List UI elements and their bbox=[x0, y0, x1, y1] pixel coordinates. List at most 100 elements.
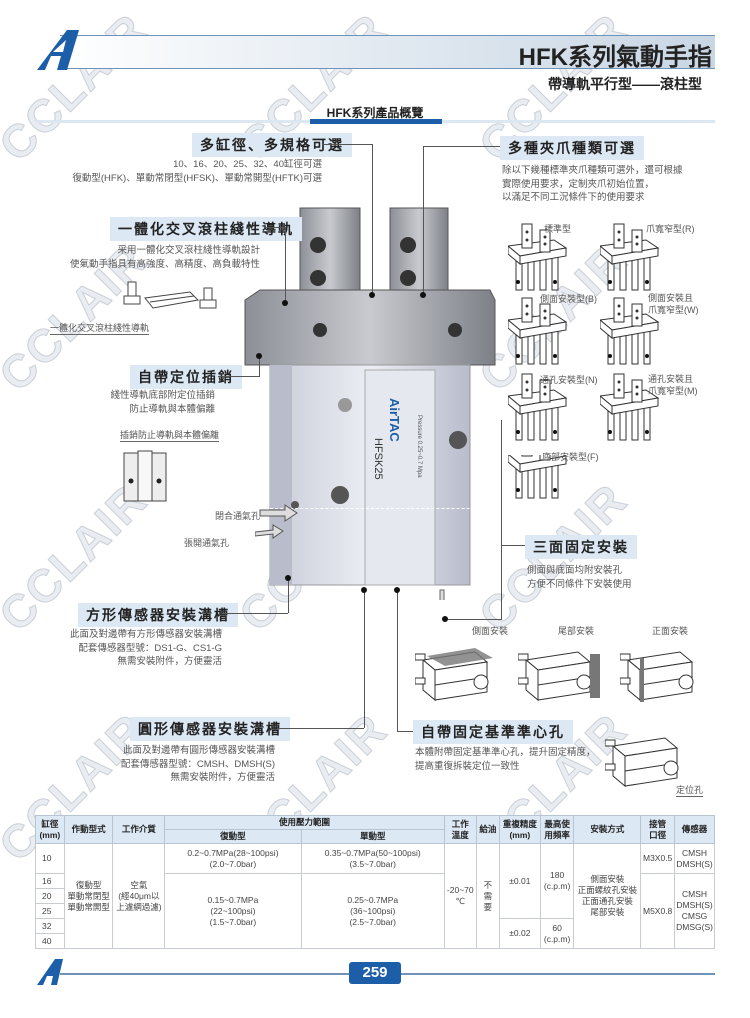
text-line: 復動型(HFK)、單動常閉型(HFSK)、單動常開型(HFTK)可選 bbox=[72, 172, 322, 184]
footer-logo-icon bbox=[37, 959, 63, 985]
text-line: 以滿足不同工況條件下的使用要求 bbox=[502, 192, 645, 203]
bore-cell: 25 bbox=[35, 903, 65, 919]
bore-cell: 32 bbox=[35, 918, 65, 934]
callout-bores-title: 多缸徑、多規格可選 bbox=[192, 133, 352, 157]
header-freq: 最高使 用頻率 bbox=[539, 815, 575, 844]
header-single: 單動型 bbox=[300, 829, 445, 844]
mount-type-label: 尾部安裝 bbox=[558, 626, 595, 636]
text-line: 配套傳感器型號：DS1-G、CS1-G bbox=[78, 642, 222, 654]
header-mount: 安裝方式 bbox=[573, 815, 642, 844]
gripper-product-image: AirTAC HFSK25 Pressure 0.25~0.7 Mpa bbox=[244, 207, 496, 600]
callout-round-sensor-title: 圓形傳感器安裝溝槽 bbox=[130, 717, 290, 741]
product-model-label: HFSK25 bbox=[372, 438, 384, 480]
jaw-type-b-figure bbox=[508, 297, 567, 365]
header-bore: 缸徑 (mm) bbox=[35, 815, 65, 844]
header-double: 復動型 bbox=[164, 829, 302, 844]
pin-figure bbox=[123, 450, 167, 502]
repeat-cell: ±0.01 bbox=[498, 843, 541, 919]
jaw-type-label: 側面安裝型(B) bbox=[540, 294, 597, 304]
text-line: 無需安裝附件，方便靈活 bbox=[170, 772, 275, 783]
bore-cell: 10 bbox=[35, 843, 65, 874]
port-arrows-icon bbox=[255, 504, 298, 539]
spec-table: 缸徑 (mm) 作動型式 工作介質 使用壓力範圍 工作 溫度 給油 重複精度 (… bbox=[35, 815, 715, 949]
text-line: 除以下幾種標準夾爪種類可選外，還可根據 bbox=[502, 165, 683, 176]
text-line: 此面及對邊帶有圓形傳感器安裝溝槽 bbox=[122, 745, 275, 756]
header-port: 接管 口徑 bbox=[640, 815, 676, 844]
text-line: 此面及對邊帶有方形傳感器安裝溝槽 bbox=[69, 629, 222, 640]
product-pressure-label: Pressure 0.25~0.7 Mpa bbox=[416, 415, 422, 478]
section-underline bbox=[310, 119, 442, 124]
port-cell: M5X0.8 bbox=[640, 873, 676, 949]
callout-mount-title: 三面固定安裝 bbox=[525, 535, 637, 559]
medium-cell: 空氣 (經40μm以 上濾網過濾) bbox=[112, 843, 166, 949]
text-line: 防止導軌與本體偏離 bbox=[129, 403, 215, 415]
header-pressure: 使用壓力範圍 bbox=[164, 815, 445, 830]
pressure-single-cell: 0.25~0.7MPa (36~100psi) (2.5~7.0bar) bbox=[300, 873, 445, 949]
close-port-label: 閉合通氣孔 bbox=[215, 511, 261, 521]
jaw-type-label: 標準型 bbox=[544, 224, 572, 234]
header-temp: 工作 溫度 bbox=[443, 815, 477, 844]
rail-figure-label: 一體化交叉滾柱綫性導軌 bbox=[50, 323, 150, 335]
callout-pin-title: 自帶定位插銷 bbox=[130, 365, 242, 389]
freq-cell: 180 (c.p.m) bbox=[539, 843, 575, 919]
mount-type-label: 正面安裝 bbox=[652, 626, 689, 636]
jaw-type-label: 通孔安裝型(N) bbox=[540, 375, 598, 385]
front-mount-figure bbox=[620, 651, 694, 702]
callout-center-hole-text: 本體附帶固定基準準心孔，提升固定精度， 提高重復拆裝定位一致性 bbox=[415, 746, 596, 773]
text-line: 實際使用要求，定制夾爪初始位置， bbox=[502, 178, 655, 190]
text-line: 配套傳感器型號：CMSH、DMSH(S) bbox=[120, 758, 275, 770]
callout-square-sensor-title: 方形傳感器安裝溝槽 bbox=[78, 603, 238, 627]
open-port-label: 張開通氣孔 bbox=[184, 538, 230, 548]
bore-cell: 16 bbox=[35, 873, 65, 889]
airtac-logo-icon bbox=[37, 30, 79, 70]
jaw-type-label: 通孔安裝且 爪寬窄型(M) bbox=[648, 374, 698, 396]
port-dashline bbox=[270, 508, 510, 509]
table-row: 32 ±0.02 60 (c.p.m) bbox=[35, 918, 715, 949]
header-band bbox=[60, 35, 715, 69]
header-medium: 工作介質 bbox=[112, 815, 166, 844]
port-cell: M3X0.5 bbox=[640, 843, 676, 874]
center-hole-figure bbox=[605, 737, 679, 787]
pressure-double-10-cell: 0.2~0.7MPa(28~100psi)(2.0~7.0bar) bbox=[164, 843, 302, 874]
page-number: 259 bbox=[349, 962, 401, 984]
action-cell: 復動型 單動常閉型 單動常開型 bbox=[63, 843, 114, 949]
pin-figure-label: 插銷防止導軌與本體偏離 bbox=[120, 430, 220, 442]
rail-figure bbox=[123, 281, 217, 309]
sensor-cell: CMSH DMSH(S) bbox=[674, 843, 715, 874]
rear-mount-figure bbox=[518, 651, 600, 701]
callout-center-hole-title: 自帶固定基準準心孔 bbox=[413, 720, 573, 744]
repeat-cell: ±0.02 bbox=[498, 918, 541, 949]
text-line: 方便不同條件下安裝使用 bbox=[527, 578, 632, 590]
callout-rail-title: 一體化交叉滾柱綫性導軌 bbox=[110, 217, 302, 241]
text-line: 綫性導軌底部附定位插銷 bbox=[110, 390, 215, 401]
text-line: 采用一體化交叉滾柱綫性導軌設計 bbox=[117, 245, 260, 256]
bore-cell: 20 bbox=[35, 888, 65, 904]
callout-jaws-text: 除以下幾種標準夾爪種類可選外，還可根據 實際使用要求，定制夾爪初始位置， 以滿足… bbox=[502, 164, 683, 205]
text-line: 提高重復拆裝定位一致性 bbox=[415, 760, 520, 772]
callout-mount-text: 側面與底面均附安裝孔 方便不同條件下安裝使用 bbox=[527, 564, 632, 591]
temp-cell: -20~70 ℃ bbox=[443, 843, 477, 949]
text-line: 本體附帶固定基準準心孔，提升固定精度， bbox=[415, 747, 596, 758]
sensor-cell: CMSH DMSH(S) CMSG DMSG(S) bbox=[674, 873, 715, 949]
locating-hole-label: 定位孔 bbox=[676, 785, 704, 797]
jaw-type-label: 側面安裝且 爪寬窄型(W) bbox=[648, 293, 699, 315]
jaw-type-label: 爪寬窄型(R) bbox=[646, 224, 695, 234]
lube-cell: 不 需 要 bbox=[475, 843, 500, 949]
text-line: 10、16、20、25、32、40缸徑可選 bbox=[173, 159, 322, 170]
text-line: 側面與底面均附安裝孔 bbox=[527, 565, 623, 576]
header-action: 作動型式 bbox=[63, 815, 114, 844]
section-title: HFK系列產品概覽 bbox=[326, 106, 424, 120]
page-title: HFK系列氣動手指 bbox=[518, 44, 712, 71]
jaw-type-label: 底部安裝型(F) bbox=[542, 452, 599, 462]
pressure-double-cell: 0.15~0.7MPa (22~100psi) (1.5~7.0bar) bbox=[164, 873, 302, 949]
product-brand-label: AirTAC bbox=[387, 398, 402, 442]
header-lube: 給油 bbox=[475, 815, 500, 844]
callout-bores-text: 10、16、20、25、32、40缸徑可選 復動型(HFK)、單動常閉型(HFS… bbox=[72, 158, 322, 185]
table-row: 16 0.15~0.7MPa (22~100psi) (1.5~7.0bar) … bbox=[35, 873, 715, 949]
header-repeat: 重複精度 (mm) bbox=[498, 815, 541, 844]
callout-jaws-title: 多種夾爪種類可選 bbox=[500, 136, 644, 160]
header-sensor: 傳感器 bbox=[674, 815, 715, 844]
page-subtitle: 帶導軌平行型——滾柱型 bbox=[548, 76, 702, 92]
callout-round-sensor-text: 此面及對邊帶有圓形傳感器安裝溝槽 配套傳感器型號：CMSH、DMSH(S) 無需… bbox=[121, 744, 275, 785]
callout-square-sensor-text: 此面及對邊帶有方形傳感器安裝溝槽 配套傳感器型號：DS1-G、CS1-G 無需安… bbox=[70, 628, 222, 669]
